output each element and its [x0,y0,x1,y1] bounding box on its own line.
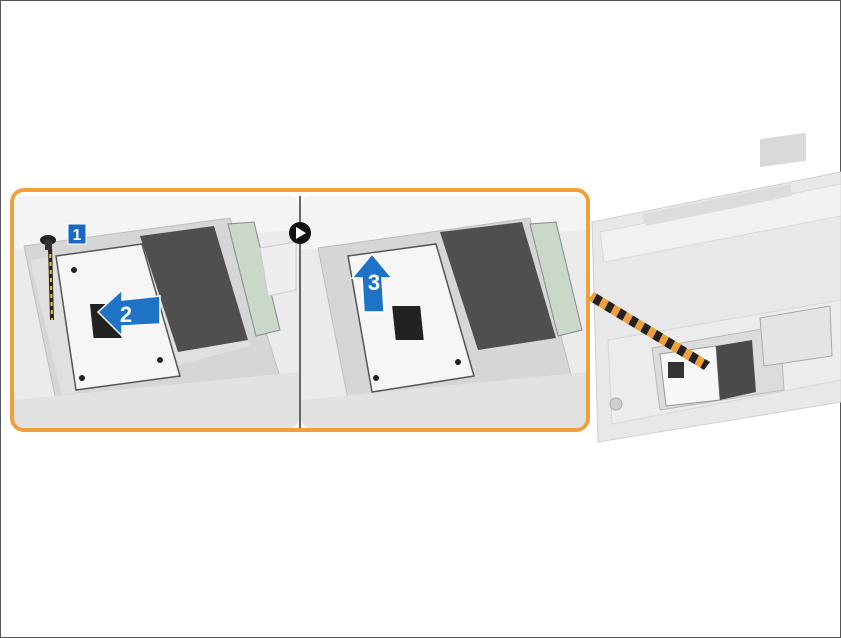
panel-step-3 [301,196,586,428]
play-circle-icon [289,222,311,244]
svg-text:1: 1 [73,227,82,244]
svg-text:3: 3 [368,270,380,295]
svg-text:2: 2 [120,302,132,327]
step-badge-1: 1 [68,224,86,244]
